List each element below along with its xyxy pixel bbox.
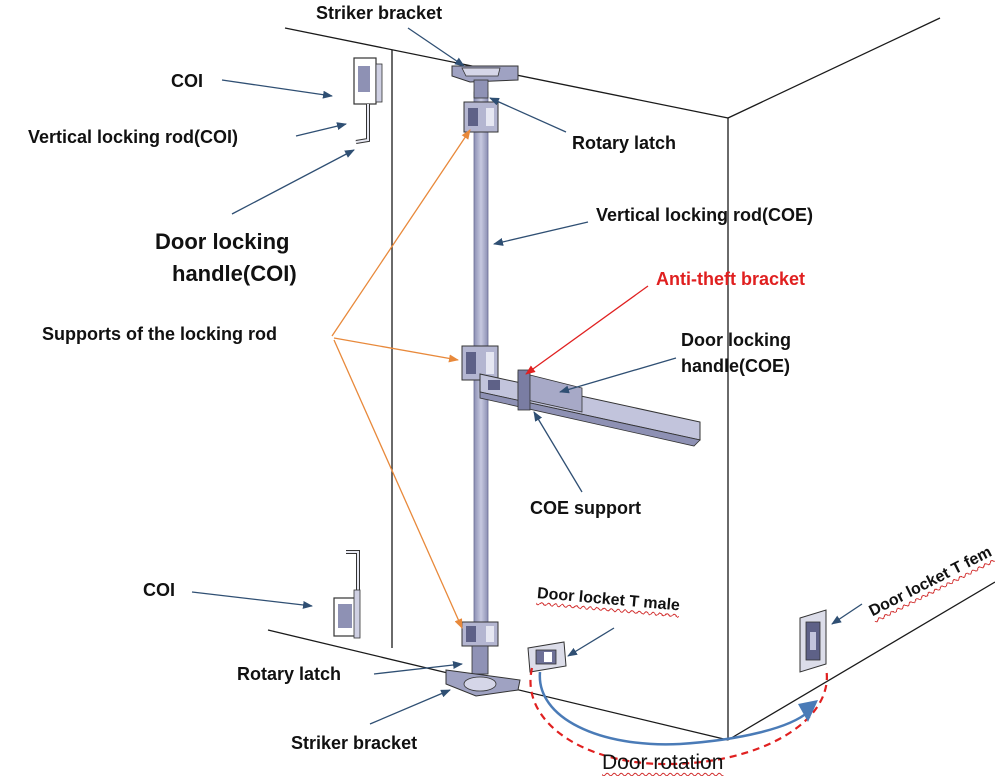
label-supports-of-locking-rod: Supports of the locking rod <box>42 324 277 344</box>
arrow-coi-top <box>221 79 333 99</box>
coi-bottom-assembly <box>333 550 361 639</box>
label-striker-bracket-bottom: Striker bracket <box>291 733 418 753</box>
label-coe-support: COE support <box>530 498 641 518</box>
label-door-locking-handle-coe-line1: Door locking <box>681 330 792 350</box>
arrow-locket-male <box>567 627 615 657</box>
door-locket-t-male <box>527 641 567 673</box>
container-top-right-edge <box>727 17 941 119</box>
label-vertical-locking-rod-coi: Vertical locking rod(COI) <box>28 127 239 147</box>
arrow-coe-support <box>533 411 583 493</box>
label-rotary-latch-top: Rotary latch <box>572 133 677 153</box>
arrow-vertical-rod-coi <box>295 122 347 137</box>
arrow-handle-coi <box>231 149 355 215</box>
arrow-rotary-latch-top <box>489 97 567 133</box>
orange-callout-arrows <box>331 129 471 629</box>
top-striker-bracket <box>451 65 519 99</box>
arrow-support-top <box>331 129 471 337</box>
label-door-locking-handle-coi-line2: handle(COI) <box>172 261 297 286</box>
label-door-locking-handle-coi-line1: Door locking <box>155 229 290 254</box>
red-callout-arrow <box>525 285 649 375</box>
label-vertical-locking-rod-coe: Vertical locking rod(COE) <box>596 205 814 225</box>
rotation-path-red <box>529 667 828 766</box>
bottom-striker-bracket <box>445 669 521 697</box>
container-outline <box>267 17 995 741</box>
door-locket-t-female <box>799 609 827 673</box>
door-rotation-indicator <box>529 667 828 766</box>
top-rotary-latch <box>463 101 499 133</box>
arrow-support-middle <box>333 337 459 363</box>
label-coi-top: COI <box>171 71 204 91</box>
arrow-vertical-rod-coe <box>493 221 589 246</box>
arrow-rotary-latch-bottom <box>373 661 463 675</box>
label-coi-bottom: COI <box>143 580 176 600</box>
arrow-coi-bottom <box>191 591 313 609</box>
rotation-arrow-blue <box>538 671 809 746</box>
arrow-anti-theft <box>525 285 649 375</box>
label-anti-theft-bracket: Anti-theft bracket <box>656 269 805 291</box>
coi-top-assembly <box>353 57 383 144</box>
label-door-rotation: Door rotation <box>602 751 724 774</box>
label-striker-bracket-top: Striker bracket <box>316 3 443 23</box>
container-bottom-right-edge <box>727 581 995 741</box>
label-door-locking-handle-coe-line2: handle(COE) <box>681 356 791 376</box>
door-locking-handle-coe <box>479 369 701 447</box>
bottom-rotary-latch <box>471 645 489 675</box>
bottom-rod-support <box>461 621 499 647</box>
label-rotary-latch-bottom: Rotary latch <box>237 664 342 684</box>
arrow-striker-top <box>407 27 465 67</box>
arrow-locket-female <box>831 603 863 625</box>
arrow-support-bottom <box>333 339 463 629</box>
anti-theft-text: Anti-theft bracket <box>656 269 806 289</box>
arrow-striker-bottom <box>369 689 451 725</box>
arrow-handle-coe <box>559 357 677 394</box>
rotation-arrowhead <box>798 700 818 722</box>
blue-callout-arrows <box>191 27 863 725</box>
